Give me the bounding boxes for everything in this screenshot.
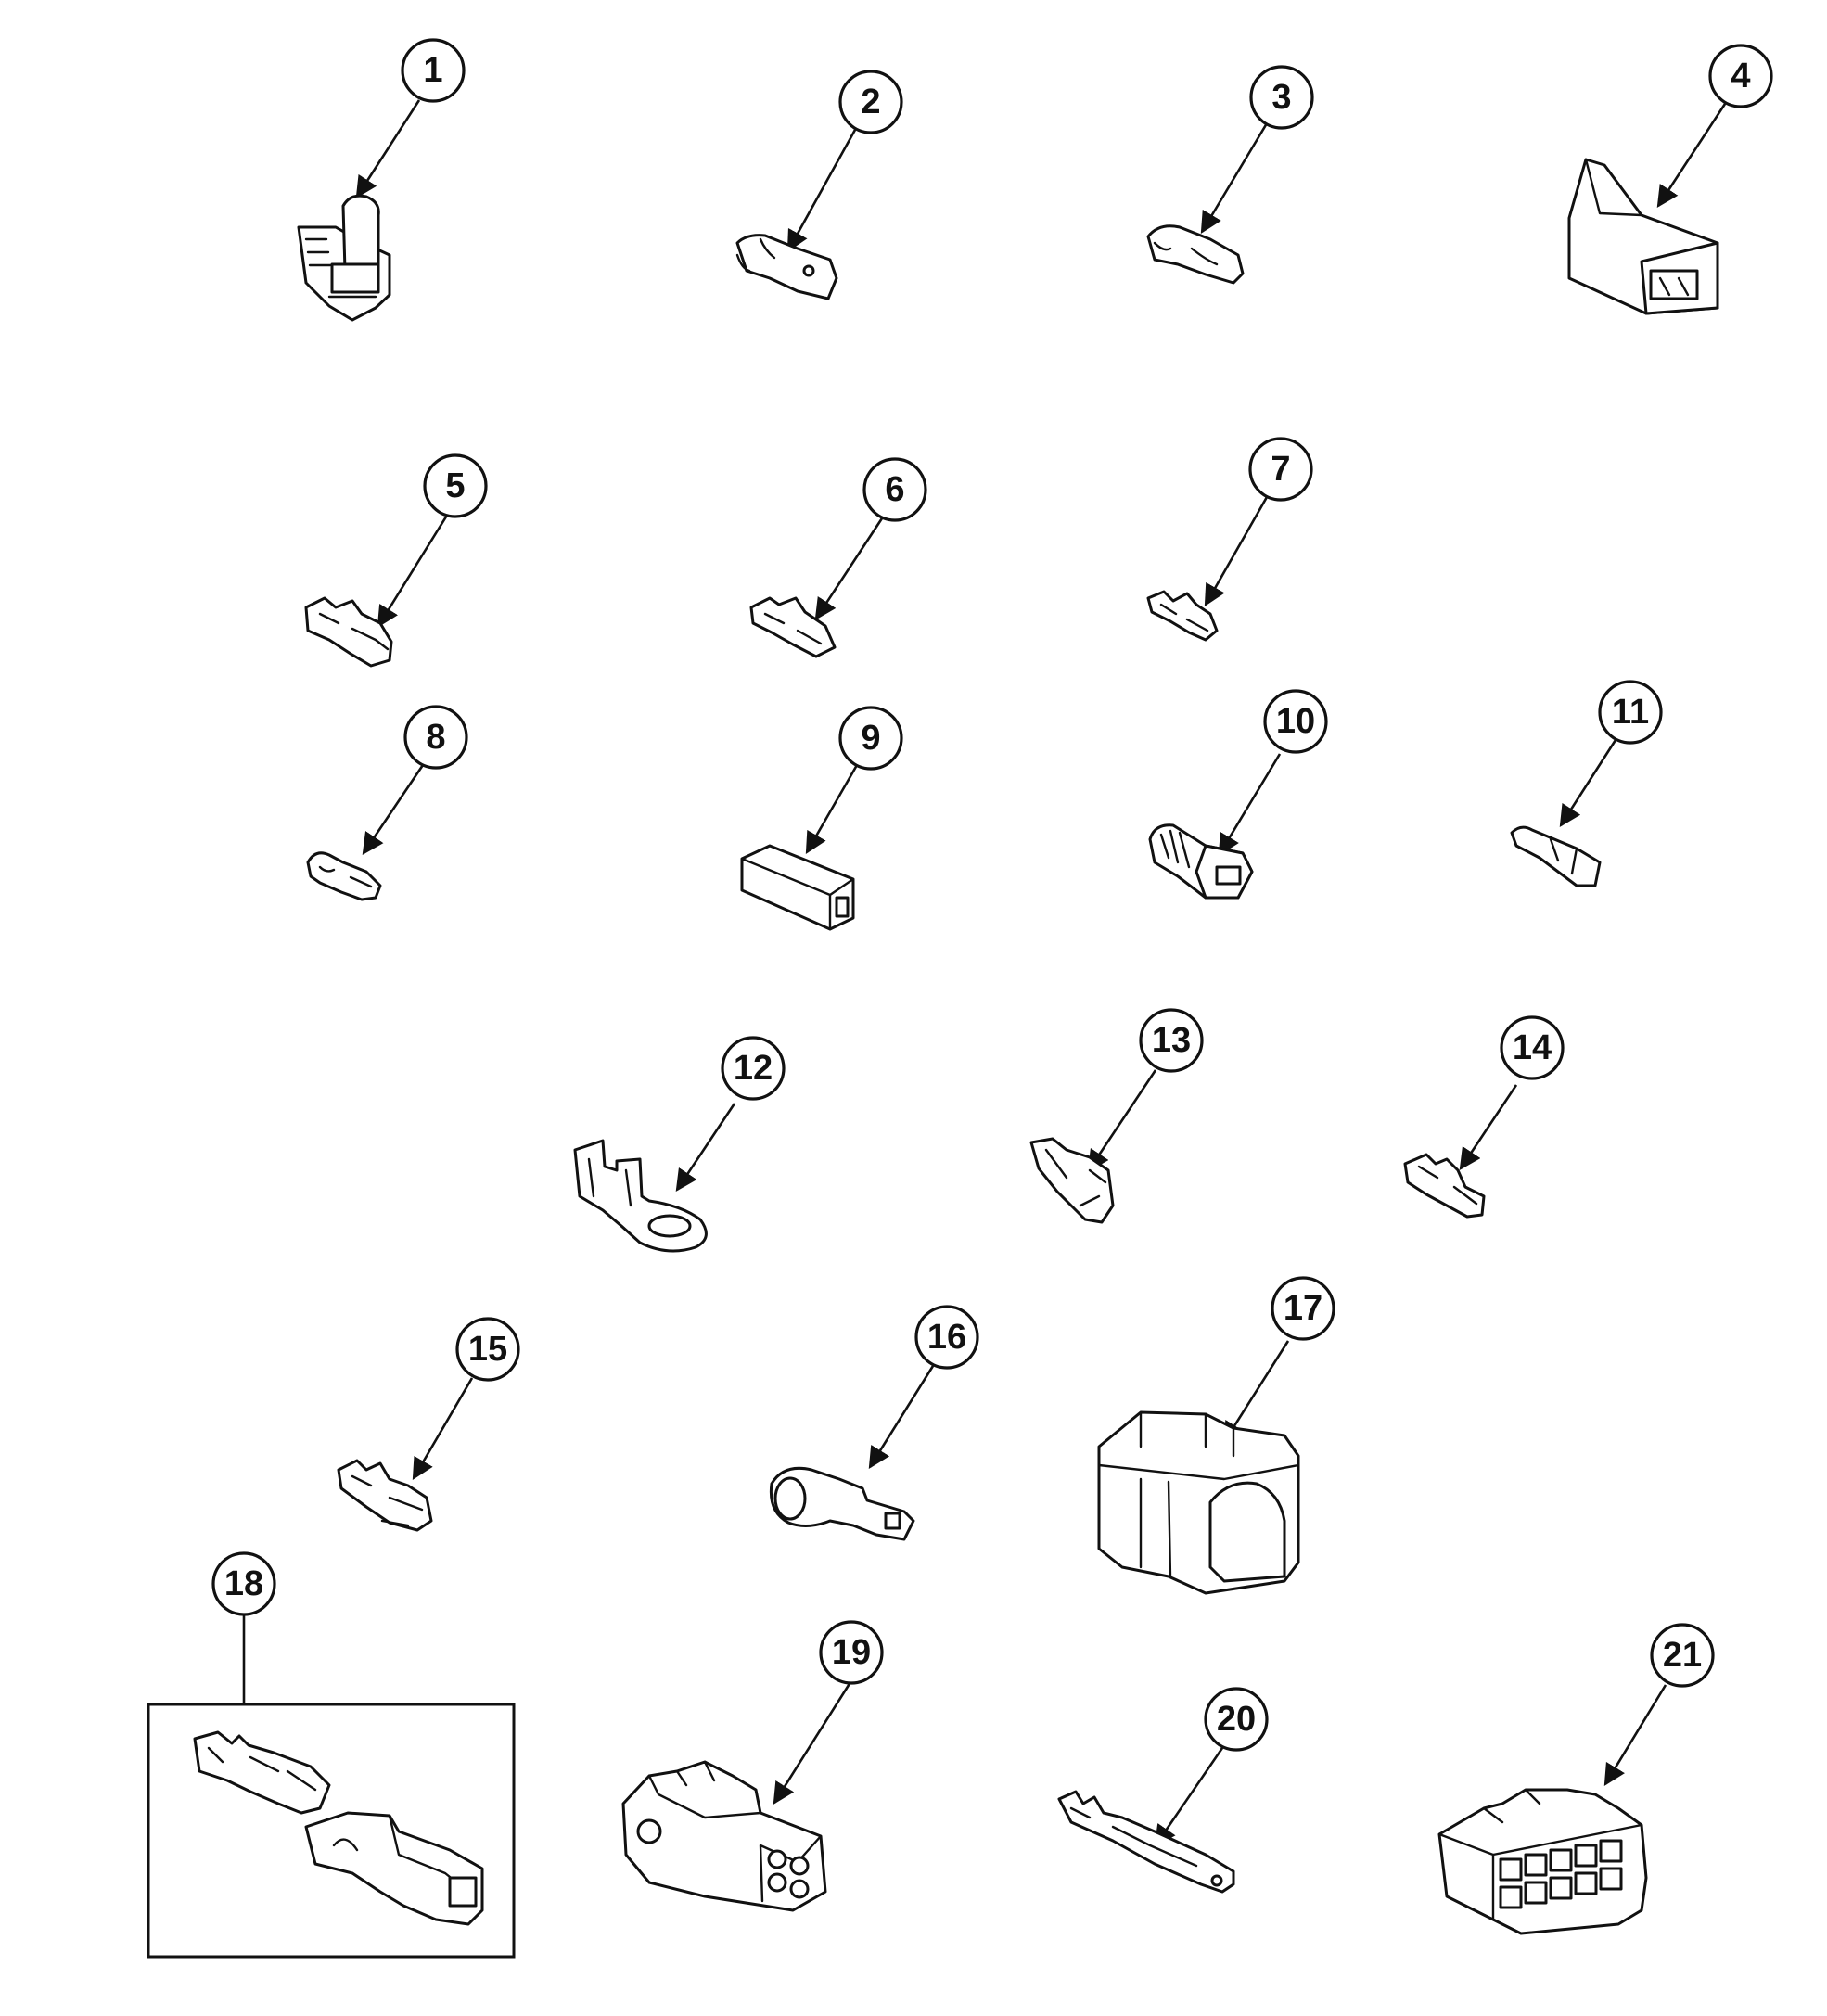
- callout-label: 14: [1513, 1028, 1552, 1067]
- part-14-terminal: [1403, 1153, 1486, 1219]
- callout-label: 11: [1612, 693, 1649, 732]
- callout-3: 3: [1249, 65, 1314, 130]
- callout-11: 11: [1598, 680, 1663, 745]
- part-16-flag-terminal: [769, 1466, 915, 1541]
- callout-label: 18: [224, 1564, 263, 1603]
- callout-6: 6: [862, 457, 927, 522]
- part-19-six-pin-plug: [621, 1760, 827, 1912]
- callout-label: 7: [1271, 450, 1290, 489]
- callout-label: 4: [1731, 57, 1750, 96]
- part-5-terminal: [304, 596, 393, 668]
- callout-label: 15: [468, 1330, 507, 1369]
- callout-label: 16: [927, 1318, 966, 1357]
- callout-label: 20: [1217, 1700, 1256, 1739]
- part-21-multi-pin-connector: [1437, 1788, 1648, 1935]
- part-1-clip-terminal: [297, 194, 391, 322]
- callout-7: 7: [1248, 437, 1313, 502]
- part-17-connector-housing: [1097, 1410, 1300, 1595]
- part-10-insulated-terminal: [1148, 823, 1254, 900]
- part-20-pin-terminal: [1057, 1790, 1235, 1894]
- part-15-terminal: [337, 1459, 433, 1532]
- callout-label: 2: [861, 83, 880, 121]
- callout-label: 12: [734, 1049, 773, 1088]
- part-2-female-terminal: [735, 234, 838, 300]
- part-9-housing: [740, 844, 855, 931]
- callout-2: 2: [838, 70, 903, 134]
- part-7-terminal: [1146, 590, 1219, 642]
- callout-label: 5: [445, 466, 465, 505]
- callout-18: 18: [211, 1551, 276, 1616]
- part-3-female-terminal: [1146, 224, 1245, 285]
- part-6-terminal: [749, 596, 837, 658]
- callout-label: 9: [861, 719, 880, 758]
- callout-5: 5: [423, 453, 488, 518]
- callout-21: 21: [1650, 1623, 1715, 1688]
- callout-16: 16: [914, 1305, 979, 1370]
- leader-lines: [242, 99, 1727, 1847]
- callout-label: 17: [1284, 1289, 1322, 1328]
- part-13-terminal: [1029, 1137, 1115, 1224]
- callout-label: 19: [832, 1633, 871, 1672]
- callout-label: 6: [885, 470, 904, 509]
- callout-20: 20: [1204, 1687, 1269, 1752]
- callout-4: 4: [1708, 44, 1773, 108]
- callout-15: 15: [455, 1317, 520, 1382]
- part-4-connector-housing: [1567, 158, 1719, 315]
- callouts: 1 2 3 4 5 6 7 8: [211, 38, 1773, 1752]
- part-12-ring-terminal: [573, 1139, 708, 1253]
- connector-21-pins: [1499, 1839, 1623, 1909]
- part-18-terminal-kit: [147, 1703, 516, 1959]
- part-8-terminal: [306, 851, 382, 901]
- callout-14: 14: [1500, 1015, 1565, 1080]
- callout-label: 21: [1663, 1636, 1702, 1675]
- callout-9: 9: [838, 706, 903, 771]
- callout-label: 3: [1271, 78, 1291, 117]
- callout-17: 17: [1271, 1276, 1335, 1341]
- callout-label: 13: [1152, 1021, 1191, 1060]
- callout-1: 1: [401, 38, 466, 103]
- callout-13: 13: [1139, 1008, 1204, 1073]
- callout-8: 8: [403, 705, 468, 770]
- callout-label: 8: [426, 718, 445, 757]
- part-11-pin-terminal: [1510, 825, 1602, 887]
- callout-12: 12: [721, 1036, 786, 1101]
- callout-19: 19: [819, 1620, 884, 1685]
- callout-10: 10: [1263, 689, 1328, 754]
- callout-label: 10: [1276, 702, 1315, 741]
- callout-label: 1: [423, 51, 442, 90]
